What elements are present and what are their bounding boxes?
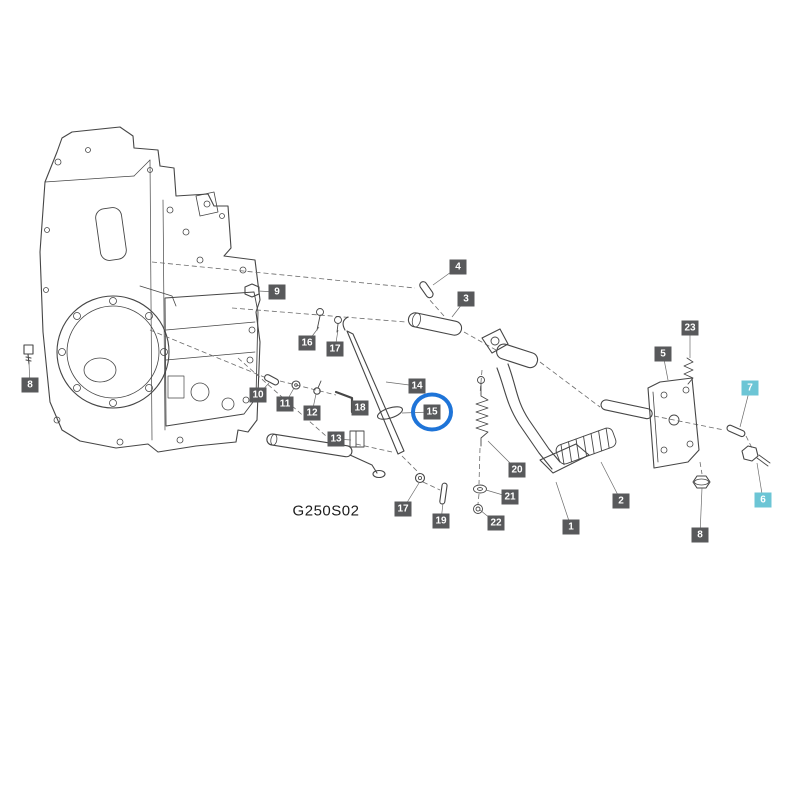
part-label-22[interactable]: 22 (487, 515, 505, 531)
part-label-21[interactable]: 21 (501, 489, 519, 505)
part-label-1[interactable]: 1 (562, 519, 580, 535)
part-label-16[interactable]: 16 (298, 335, 316, 351)
pin-part-4-drawing (419, 281, 434, 299)
cross-shaft-drawing (266, 433, 386, 479)
rod-part-18-drawing (334, 390, 354, 414)
ring-part-22-drawing (473, 504, 483, 514)
spring-part-20-drawing (475, 376, 489, 447)
part-label-5[interactable]: 5 (654, 346, 672, 362)
pin-part-10-drawing (264, 374, 280, 386)
plug-part-8-right-drawing (692, 475, 711, 489)
rod-part-14-drawing (342, 316, 405, 455)
part-label-2[interactable]: 2 (612, 493, 630, 509)
pedal-pad-part-2-drawing (555, 427, 617, 466)
part-label-20[interactable]: 20 (508, 462, 526, 478)
tube-part-3-drawing (407, 312, 463, 336)
part-label-4[interactable]: 4 (449, 259, 467, 275)
part-label-8[interactable]: 8 (691, 527, 709, 543)
nut-part-9-drawing (244, 283, 260, 298)
bracket-part-5-drawing (600, 377, 700, 469)
part-label-18[interactable]: 18 (351, 400, 369, 416)
washer-part-21-drawing (473, 484, 487, 494)
disc-part-15-drawing (376, 406, 404, 420)
pedal-arm-part-1-drawing (481, 328, 590, 474)
part-label-7[interactable]: 7 (741, 380, 759, 396)
part-label-17[interactable]: 17 (394, 501, 412, 517)
pin-part-7-drawing (726, 424, 746, 438)
part-label-6[interactable]: 6 (754, 492, 772, 508)
ball-part-11-drawing (291, 380, 301, 390)
clevis-part-13-drawing (349, 430, 365, 448)
part-label-3[interactable]: 3 (457, 291, 475, 307)
pin-part-19-drawing (439, 482, 448, 505)
part-label-10[interactable]: 10 (249, 387, 267, 403)
assembly-dashed-lines (149, 261, 753, 505)
bolt-part-17-upper-drawing (334, 316, 342, 333)
diagram-code: G250S02 (292, 502, 360, 520)
part-label-15[interactable]: 15 (423, 404, 441, 420)
bolt-part-8-left-drawing (23, 344, 34, 365)
part-label-9[interactable]: 9 (268, 284, 286, 300)
spring-part-23-drawing (683, 357, 694, 385)
pin-part-12-drawing (313, 380, 322, 395)
part-label-8[interactable]: 8 (21, 377, 39, 393)
part-label-11[interactable]: 11 (276, 396, 294, 412)
part-label-14[interactable]: 14 (408, 378, 426, 394)
part-label-19[interactable]: 19 (432, 513, 450, 529)
bolt-part-6-drawing (741, 445, 771, 467)
part-label-23[interactable]: 23 (681, 320, 699, 336)
bolt-part-17-lower-drawing (414, 472, 426, 484)
clip-part-16-drawing (316, 308, 324, 331)
part-label-17[interactable]: 17 (326, 341, 344, 357)
transmission-housing-drawing (39, 126, 261, 453)
part-label-12[interactable]: 12 (303, 405, 321, 421)
part-label-13[interactable]: 13 (327, 431, 345, 447)
